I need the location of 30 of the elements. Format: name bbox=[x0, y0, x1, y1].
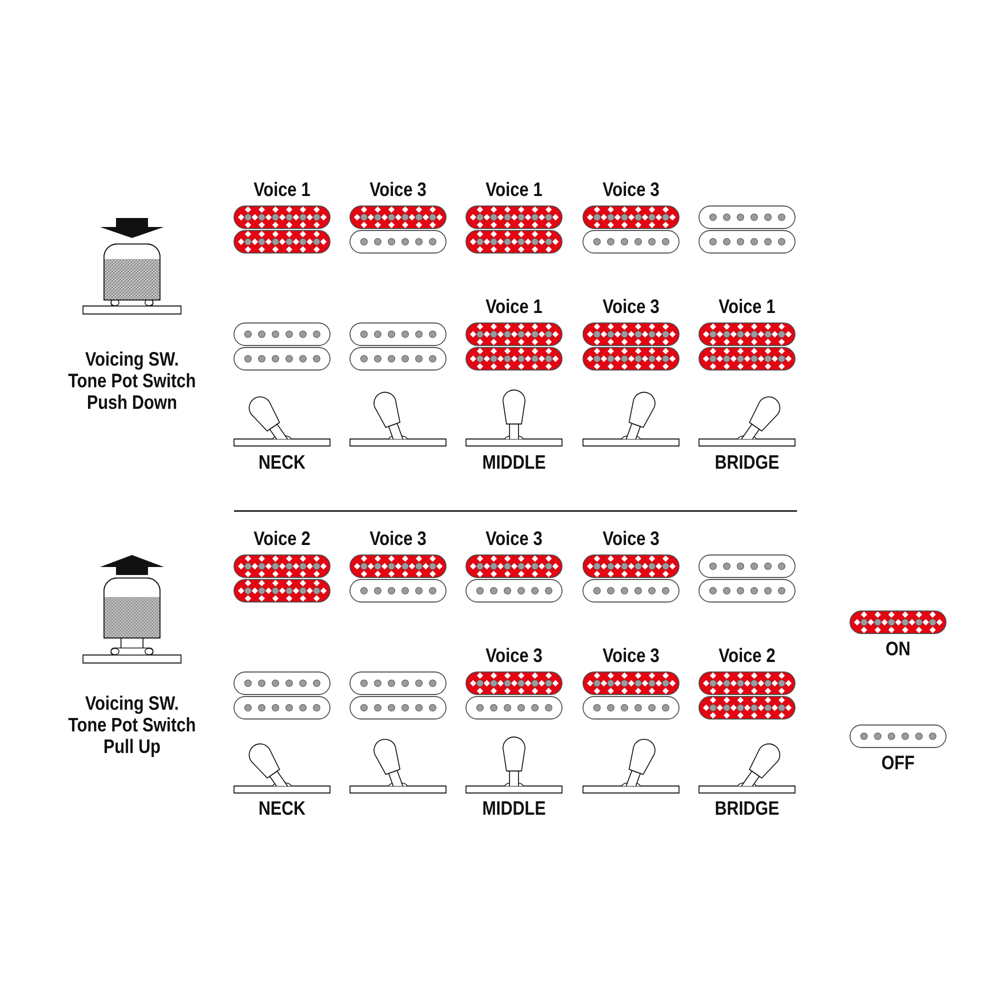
humbucker-pickup bbox=[698, 554, 796, 602]
voice-label: Voice 3 bbox=[370, 530, 426, 546]
voice-label: Voice 1 bbox=[486, 298, 542, 314]
humbucker-pickup bbox=[350, 322, 446, 370]
position-label: BRIDGE bbox=[716, 455, 779, 469]
humbucker-pickup bbox=[350, 672, 446, 720]
humbucker-pickup bbox=[234, 672, 330, 720]
voice-label: Voice 3 bbox=[486, 648, 542, 662]
voice-label: Voice 1 bbox=[486, 182, 542, 196]
position-label: NECK bbox=[260, 455, 306, 469]
humbucker-pickup bbox=[234, 322, 330, 370]
position-label: MIDDLE bbox=[483, 801, 546, 815]
state-label: ON bbox=[886, 642, 910, 656]
voice-label: Voice 3 bbox=[486, 530, 542, 546]
voice-label: Voice 3 bbox=[602, 648, 659, 662]
voice-label: Voice 3 bbox=[370, 182, 426, 196]
humbucker-pickup bbox=[698, 206, 796, 254]
position-label: MIDDLE bbox=[483, 455, 546, 469]
state-label: OFF bbox=[882, 756, 914, 770]
switch-caption: Voicing SW. Tone Pot Switch Pull Up bbox=[68, 696, 195, 757]
voice-label: Voice 2 bbox=[254, 530, 310, 546]
switch-caption: Voicing SW. Tone Pot Switch Push Down bbox=[68, 351, 195, 409]
voice-label: Voice 3 bbox=[602, 530, 659, 546]
voice-label: Voice 1 bbox=[254, 182, 310, 196]
voice-label: Voice 2 bbox=[718, 648, 775, 662]
position-label: NECK bbox=[260, 801, 306, 815]
voice-label: Voice 1 bbox=[718, 298, 775, 314]
voice-label: Voice 3 bbox=[602, 298, 659, 314]
position-label: BRIDGE bbox=[716, 801, 779, 815]
voice-label: Voice 3 bbox=[602, 182, 659, 196]
